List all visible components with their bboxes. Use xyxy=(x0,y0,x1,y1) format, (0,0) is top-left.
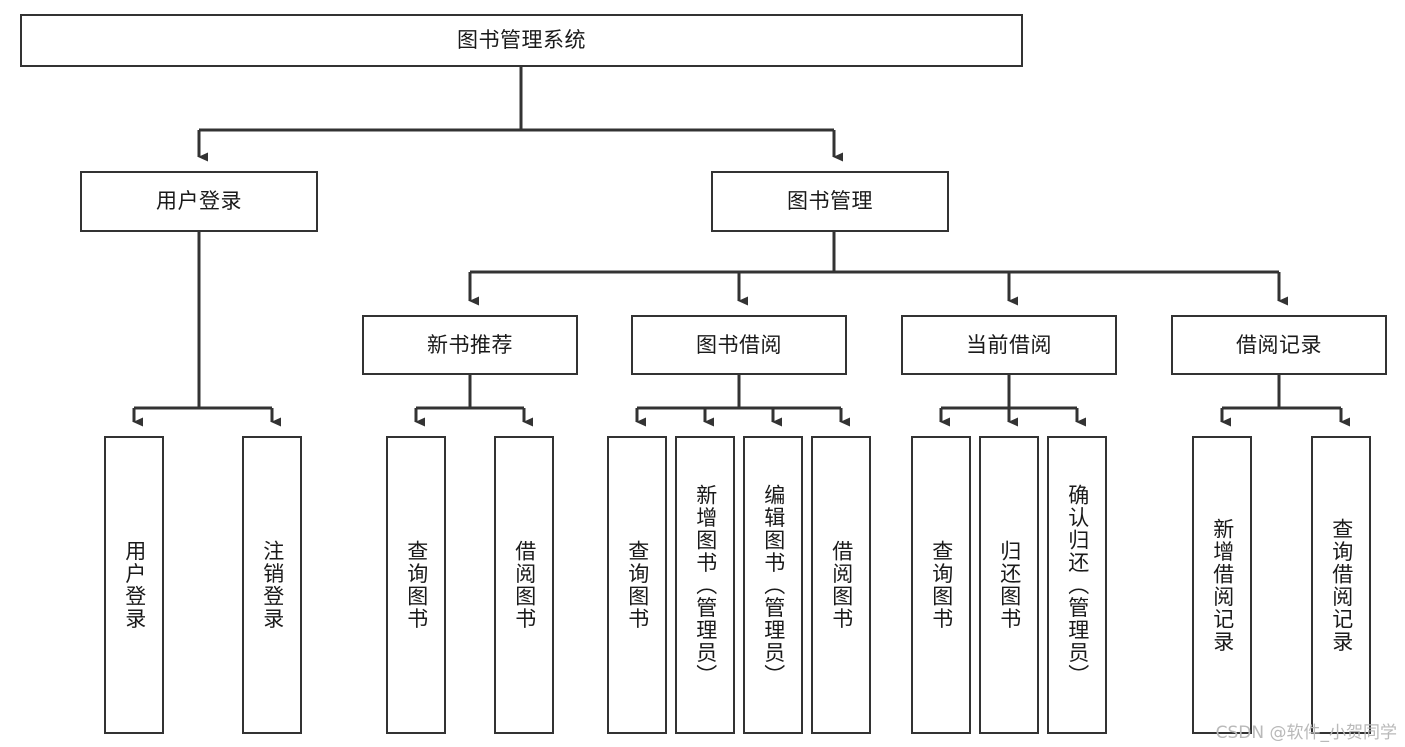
node-label: 查询借阅记录 xyxy=(1329,517,1354,653)
node-borrowing-records[interactable]: 借阅记录 xyxy=(1171,315,1387,375)
node-label: 用户登录 xyxy=(122,540,147,630)
node-label: 新增图书（管理员） xyxy=(693,483,718,687)
node-leaf-confirm-return-admin[interactable]: 确认归还（管理员） xyxy=(1047,436,1107,734)
node-leaf-user-login[interactable]: 用户登录 xyxy=(104,436,164,734)
node-label: 当前借阅 xyxy=(966,332,1052,357)
node-label: 用户登录 xyxy=(156,189,242,214)
node-leaf-add-book-admin[interactable]: 新增图书（管理员） xyxy=(675,436,735,734)
node-leaf-edit-book-admin[interactable]: 编辑图书（管理员） xyxy=(743,436,803,734)
node-label: 新增借阅记录 xyxy=(1210,517,1235,653)
csdn-watermark: CSDN @软件_小贺同学 xyxy=(1215,723,1397,743)
node-label: 编辑图书（管理员） xyxy=(761,483,786,687)
node-label: 图书管理 xyxy=(787,189,873,214)
node-label: 新书推荐 xyxy=(427,332,513,357)
node-current-borrowings[interactable]: 当前借阅 xyxy=(901,315,1117,375)
node-label: 借阅图书 xyxy=(829,540,854,630)
node-leaf-query-books-borrow[interactable]: 查询图书 xyxy=(607,436,667,734)
node-leaf-borrow-books-borrow[interactable]: 借阅图书 xyxy=(811,436,871,734)
node-leaf-return-books[interactable]: 归还图书 xyxy=(979,436,1039,734)
node-leaf-query-borrow-record[interactable]: 查询借阅记录 xyxy=(1311,436,1371,734)
node-label: 查询图书 xyxy=(625,540,650,630)
node-root-book-management-system[interactable]: 图书管理系统 xyxy=(20,14,1023,67)
node-label: 查询图书 xyxy=(404,540,429,630)
node-leaf-logout[interactable]: 注销登录 xyxy=(242,436,302,734)
node-user-login[interactable]: 用户登录 xyxy=(80,171,318,232)
node-label: 借阅图书 xyxy=(512,540,537,630)
node-leaf-query-books-newbook[interactable]: 查询图书 xyxy=(386,436,446,734)
node-book-borrowing[interactable]: 图书借阅 xyxy=(631,315,847,375)
node-label: 图书管理系统 xyxy=(457,28,586,53)
node-label: 借阅记录 xyxy=(1236,332,1322,357)
node-label: 确认归还（管理员） xyxy=(1065,483,1090,687)
node-label: 归还图书 xyxy=(997,540,1022,630)
node-leaf-add-borrow-record[interactable]: 新增借阅记录 xyxy=(1192,436,1252,734)
node-label: 图书借阅 xyxy=(696,332,782,357)
node-new-book-recommendation[interactable]: 新书推荐 xyxy=(362,315,578,375)
node-leaf-borrow-books-newbook[interactable]: 借阅图书 xyxy=(494,436,554,734)
node-label: 查询图书 xyxy=(929,540,954,630)
node-leaf-query-books-current[interactable]: 查询图书 xyxy=(911,436,971,734)
node-book-management[interactable]: 图书管理 xyxy=(711,171,949,232)
node-label: 注销登录 xyxy=(260,540,285,630)
